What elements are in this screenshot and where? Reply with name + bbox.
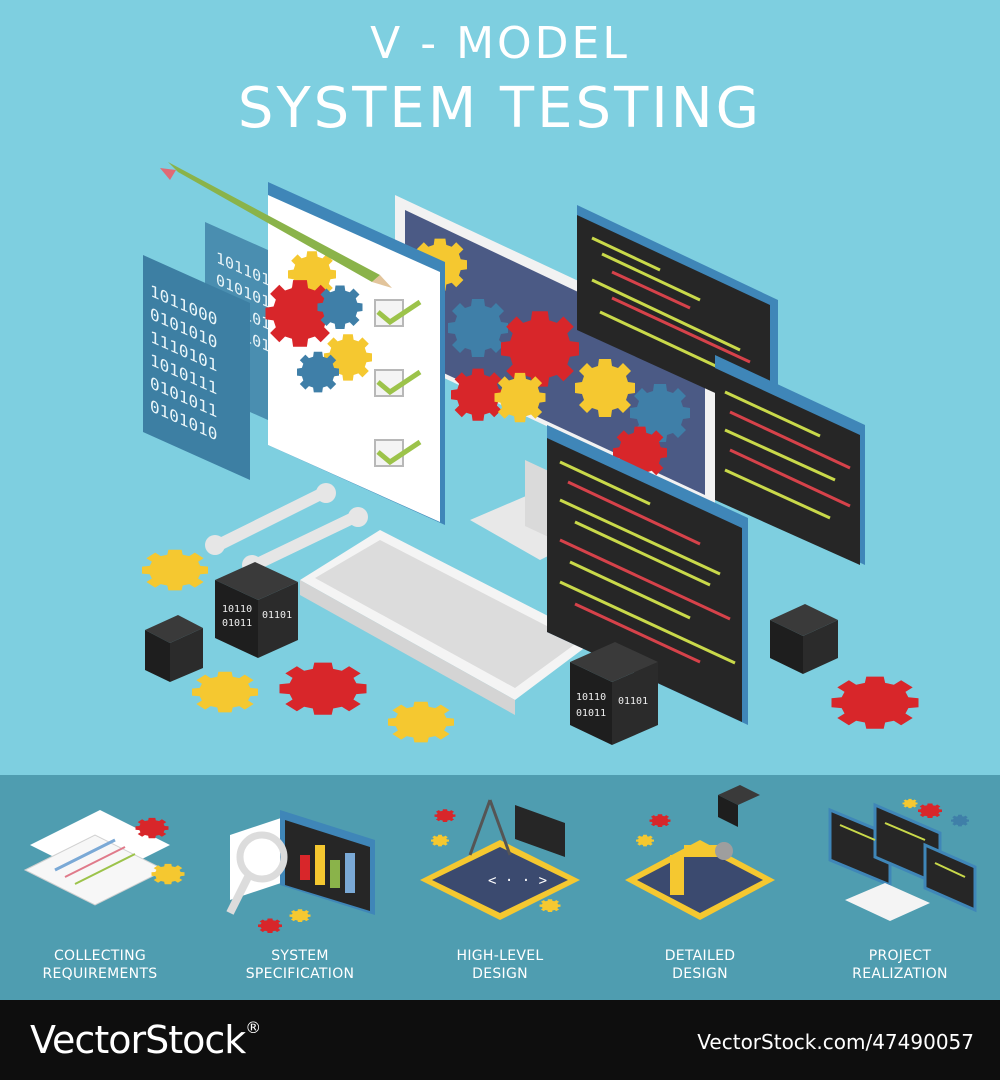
- stage-project-realization: PROJECT REALIZATION: [800, 775, 1000, 1000]
- blueprint-robot-arm-icon: [625, 785, 775, 920]
- cube-binary-text: 10110: [576, 692, 606, 703]
- stage-collecting-requirements: COLLECTING REQUIREMENTS: [0, 775, 200, 1000]
- brand-name: VectorStock: [30, 1018, 246, 1062]
- stage-label-line1: DETAILED: [664, 948, 736, 964]
- stage-label-line1: COLLECTING: [53, 948, 147, 964]
- code-screens-computer-icon: [828, 798, 977, 921]
- svg-text:< · · >: < · · >: [488, 873, 547, 889]
- pencil: [160, 162, 392, 288]
- brand-logo: VectorStock®: [30, 1018, 261, 1062]
- stage-label-line1: PROJECT: [868, 948, 932, 964]
- title-line-1: V - MODEL: [370, 18, 630, 69]
- binary-panel: 1011000 0101010 1110101 1010111 0101011 …: [143, 255, 250, 480]
- watermark-footer: VectorStock® VectorStock.com/47490057: [0, 1000, 1000, 1080]
- stage-label-line2: REALIZATION: [852, 966, 948, 982]
- code-screen-right: [715, 355, 865, 565]
- title-line-2: SYSTEM TESTING: [237, 76, 763, 141]
- stage-label-line1: SYSTEM: [271, 948, 329, 964]
- stage-detailed-design: DETAILED DESIGN: [600, 775, 800, 1000]
- stage-label-line2: REQUIREMENTS: [42, 966, 158, 982]
- cube-binary-text: 01011: [222, 618, 252, 629]
- cube-binary-text: 10110: [222, 604, 252, 615]
- wrench-icons: [205, 483, 368, 575]
- stage-label-line2: DESIGN: [472, 966, 528, 982]
- cube-binary-text: 01101: [618, 696, 648, 707]
- stage-label-line2: SPECIFICATION: [245, 966, 355, 982]
- stage-system-specification: SYSTEM SPECIFICATION: [200, 775, 400, 1000]
- stage-label-line2: DESIGN: [672, 966, 728, 982]
- stage-high-level-design: < · · > HIGH-LEVEL DESIGN: [400, 775, 600, 1000]
- stage-label-line1: HIGH-LEVEL: [456, 948, 544, 964]
- magnifier-chart-icon: [226, 810, 375, 933]
- binary-cube: 10110 01011 01101: [215, 562, 298, 658]
- cube-binary-text: 01011: [576, 708, 606, 719]
- documents-gears-icon: [23, 810, 185, 906]
- image-id: VectorStock.com/47490057: [697, 1030, 974, 1054]
- blueprint-compass-icon: < · · >: [420, 799, 580, 920]
- brand-registered-mark: ®: [245, 1018, 261, 1037]
- keyboard: [300, 530, 595, 715]
- v-model-stages-band: COLLECTING REQUIREMENTS SYSTEM SPECIFICA…: [0, 775, 1000, 1000]
- checklist-document: [265, 182, 445, 525]
- cube-binary-text: 01101: [262, 610, 292, 621]
- binary-cube: [145, 615, 203, 682]
- binary-cube: [770, 604, 838, 674]
- binary-cube: 10110 01011 01101: [570, 642, 658, 745]
